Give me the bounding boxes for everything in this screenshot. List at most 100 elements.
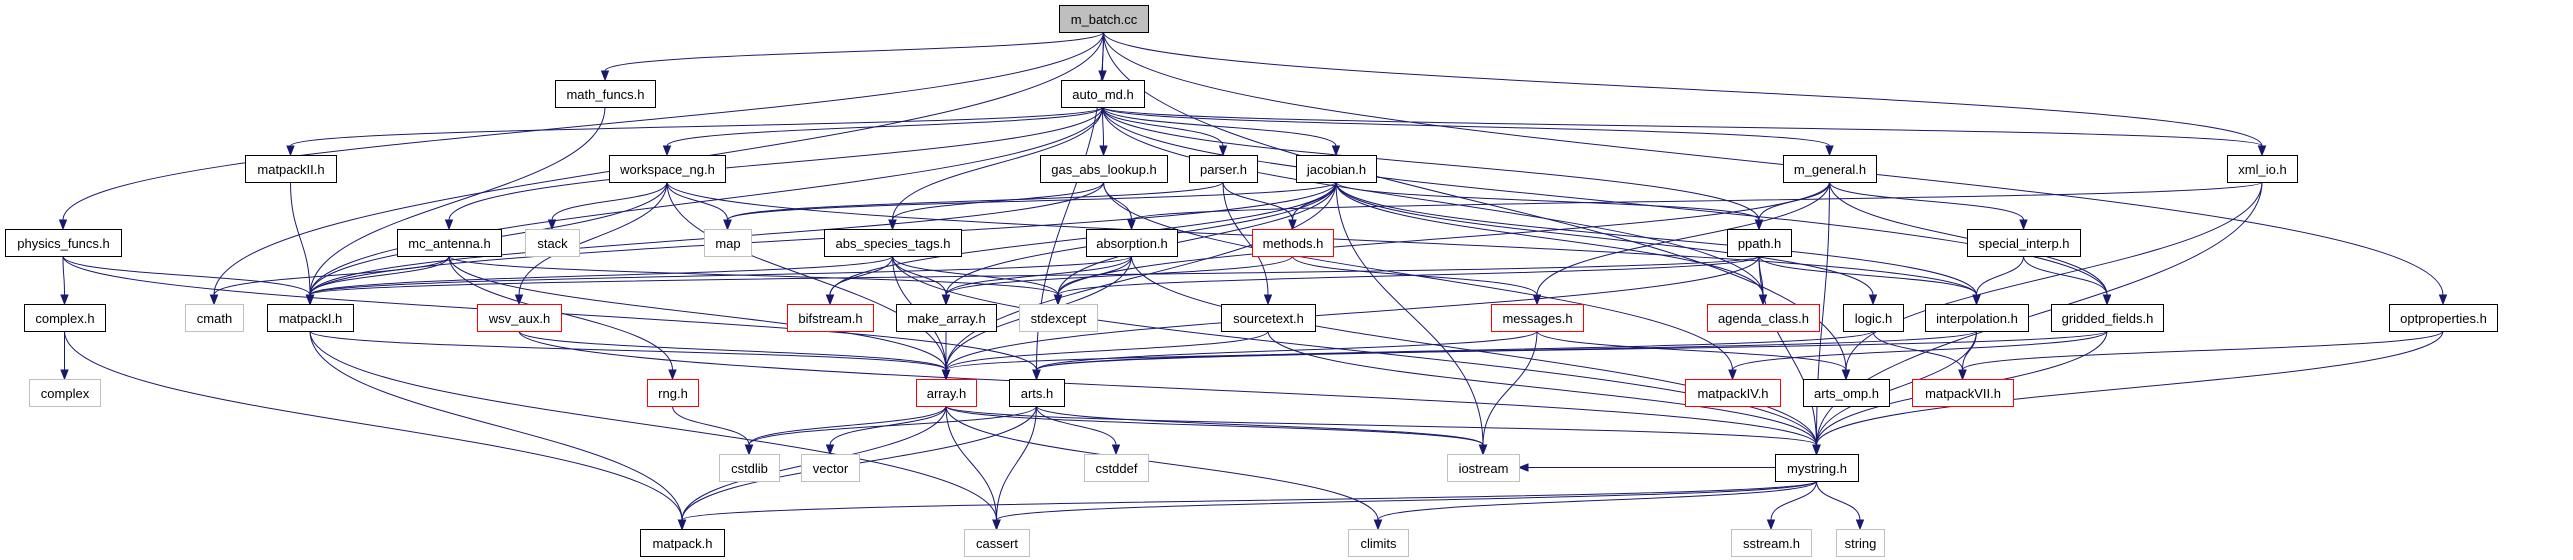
arrowhead-icon — [825, 444, 835, 456]
node-gridded-fields-h[interactable]: gridded_fields.h — [2051, 304, 2164, 332]
node-math-funcs-h[interactable]: math_funcs.h — [555, 80, 656, 108]
node-messages-h[interactable]: messages.h — [1491, 304, 1584, 332]
edge-mc-antenna-h-to-stdexcept — [448, 255, 1059, 296]
node-cstdlib: cstdlib — [719, 454, 780, 482]
arrowhead-icon — [209, 294, 219, 306]
node-arts-h[interactable]: arts.h — [1009, 379, 1065, 407]
node-box — [2389, 304, 2498, 332]
node-box — [964, 529, 1030, 557]
edge-jacobian-h-to-matpacki-h — [309, 181, 1337, 296]
node-label: messages.h — [1502, 311, 1572, 326]
node-mc-antenna-h[interactable]: mc_antenna.h — [397, 229, 502, 257]
arrowhead-icon — [825, 294, 835, 306]
node-m-batch-cc[interactable]: m_batch.cc — [1059, 5, 1149, 33]
node-agenda-class-h[interactable]: agenda_class.h — [1707, 304, 1820, 332]
arrowhead-icon — [60, 294, 69, 306]
node-label: vector — [813, 461, 849, 476]
node-xml-io-h[interactable]: xml_io.h — [2227, 155, 2298, 183]
node-make-array-h[interactable]: make_array.h — [896, 304, 997, 332]
node-label: abs_species_tags.h — [836, 236, 951, 251]
node-complex-h[interactable]: complex.h — [24, 304, 106, 332]
edge-physics-funcs-h-to-complex-h — [62, 255, 65, 296]
edge-abs-species-tags-h-to-stdexcept — [892, 255, 1059, 296]
node-box — [1061, 80, 1145, 108]
arrowhead-icon — [305, 294, 315, 306]
node-special-interp-h[interactable]: special_interp.h — [1967, 229, 2081, 257]
arrowhead-icon — [1517, 463, 1529, 472]
arrowhead-icon — [2257, 145, 2267, 157]
edge-ppath-h-to-array-h — [945, 255, 1760, 371]
node-box — [1707, 304, 1820, 332]
node-box — [1731, 529, 1812, 557]
edge-arts-h-to-cassert — [996, 405, 1037, 521]
node-label: methods.h — [1263, 236, 1324, 251]
edge-matpacki-h-to-array-h — [309, 330, 947, 371]
node-jacobian-h[interactable]: jacobian.h — [1296, 155, 1377, 183]
node-box — [1221, 304, 1316, 332]
node-matpacki-h[interactable]: matpackI.h — [267, 304, 354, 332]
node-m-general-h[interactable]: m_general.h — [1783, 155, 1877, 183]
node-label: make_array.h — [907, 311, 986, 326]
node-gas-abs-lookup-h[interactable]: gas_abs_lookup.h — [1040, 155, 1168, 183]
edge-arts-h-to-cstdlib — [748, 405, 1037, 446]
node-box — [1040, 155, 1168, 183]
node-label: optproperties.h — [2400, 311, 2487, 326]
node-absorption-h[interactable]: absorption.h — [1086, 229, 1178, 257]
node-parser-h[interactable]: parser.h — [1189, 155, 1258, 183]
arrowhead-icon — [1841, 369, 1851, 381]
node-logic-h[interactable]: logic.h — [1843, 304, 1904, 332]
node-rng-h[interactable]: rng.h — [647, 379, 699, 407]
node-box — [1189, 155, 1258, 183]
node-matpackii-h[interactable]: matpackII.h — [245, 155, 337, 183]
node-optproperties-h[interactable]: optproperties.h — [2389, 304, 2498, 332]
node-box — [1843, 304, 1904, 332]
node-box — [1296, 155, 1377, 183]
node-box — [1783, 155, 1877, 183]
node-arts-omp-h[interactable]: arts_omp.h — [1803, 379, 1890, 407]
node-label: absorption.h — [1096, 236, 1168, 251]
node-matpack-h[interactable]: matpack.h — [640, 529, 725, 557]
node-array-h[interactable]: array.h — [916, 379, 977, 407]
edge-special-interp-h-to-gridded-fields-h — [2023, 255, 2108, 296]
node-label: xml_io.h — [2238, 162, 2286, 177]
node-box — [1019, 304, 1098, 332]
edge-gridded-fields-h-to-matpackiv-h — [1732, 330, 2108, 371]
node-mystring-h[interactable]: mystring.h — [1775, 454, 1859, 482]
edge-m-batch-cc-to-optproperties-h — [1103, 31, 2444, 296]
node-box — [916, 379, 977, 407]
node-abs-species-tags-h[interactable]: abs_species_tags.h — [824, 229, 962, 257]
node-bifstream-h[interactable]: bifstream.h — [787, 304, 874, 332]
node-label: gas_abs_lookup.h — [1051, 162, 1157, 177]
edge-m-batch-cc-to-physics-funcs-h — [62, 31, 1104, 221]
node-physics-funcs-h[interactable]: physics_funcs.h — [5, 229, 122, 257]
node-box — [2227, 155, 2298, 183]
node-ppath-h[interactable]: ppath.h — [1727, 229, 1792, 257]
node-label: complex — [41, 386, 90, 401]
node-matpackvii-h[interactable]: matpackVII.h — [1912, 379, 2014, 407]
node-workspace-ng-h[interactable]: workspace_ng.h — [609, 155, 726, 183]
node-label: mystring.h — [1787, 461, 1847, 476]
edge-mc-antenna-h-to-array-h — [448, 255, 947, 371]
node-box — [1086, 229, 1178, 257]
node-label: matpackI.h — [279, 311, 343, 326]
node-wsv-aux-h[interactable]: wsv_aux.h — [477, 304, 562, 332]
node-matpackiv-h[interactable]: matpackIV.h — [1685, 379, 1781, 407]
node-sourcetext-h[interactable]: sourcetext.h — [1221, 304, 1316, 332]
node-sstream-h: sstream.h — [1731, 529, 1812, 557]
arrowhead-icon — [1812, 444, 1821, 456]
node-label: climits — [1360, 536, 1397, 551]
node-box — [245, 155, 337, 183]
edge-mc-antenna-h-to-cmath — [213, 255, 450, 296]
arrowhead-icon — [1331, 145, 1341, 157]
arrowhead-icon — [941, 294, 951, 306]
arrowhead-icon — [1868, 294, 1878, 306]
node-auto-md-h[interactable]: auto_md.h — [1061, 80, 1145, 108]
edge-logic-h-to-arts-h — [1036, 330, 1874, 371]
arrowhead-icon — [1053, 294, 1063, 306]
arrowhead-icon — [58, 219, 68, 231]
node-interpolation-h[interactable]: interpolation.h — [1925, 304, 2029, 332]
edge-sourcetext-h-to-mystring-h — [1267, 330, 1817, 446]
node-label: gridded_fields.h — [2062, 311, 2154, 326]
arrowhead-icon — [1825, 145, 1834, 157]
node-methods-h[interactable]: methods.h — [1252, 229, 1334, 257]
